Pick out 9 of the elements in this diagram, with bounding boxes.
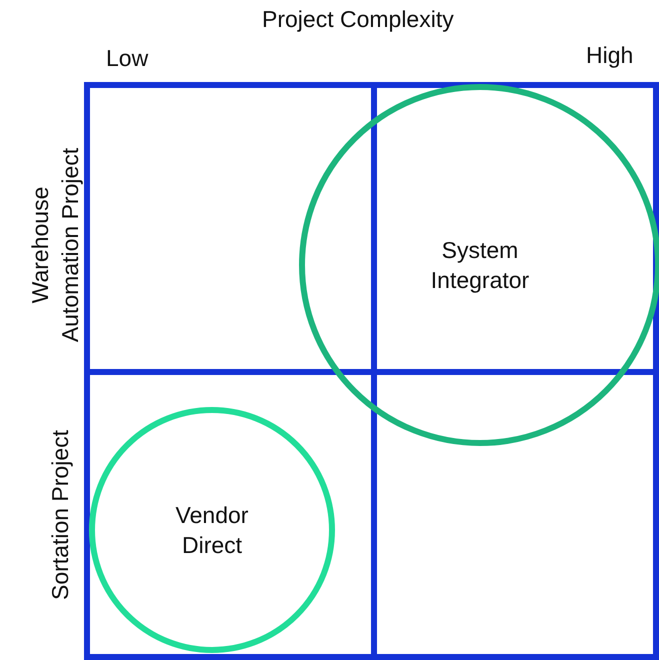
axis-title: Project Complexity [262, 6, 454, 33]
category-circle [299, 84, 659, 446]
circle-label: System Integrator [430, 236, 530, 295]
axis-title: Warehouse Automation Project [26, 146, 84, 344]
axis-title: Sortation Project [46, 428, 74, 602]
axis-label: High [586, 42, 634, 69]
circle-label: Vendor Direct [174, 501, 250, 560]
category-circle [89, 407, 335, 653]
axis-label: Low [106, 45, 148, 72]
